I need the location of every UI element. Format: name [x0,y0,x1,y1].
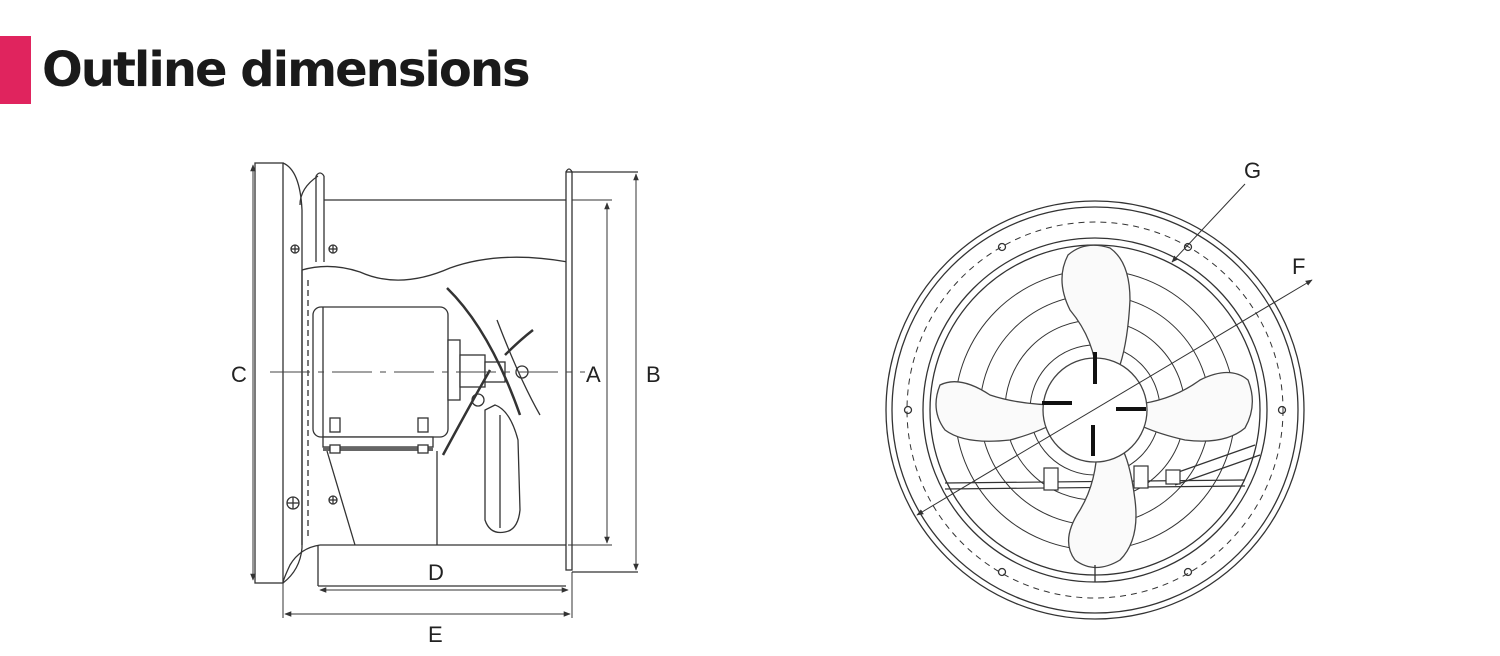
screw-icons [286,244,338,510]
dimension-label-e: E [428,622,443,647]
dimension-label-a: A [586,362,601,387]
dimension-label-d: D [428,560,444,585]
header: Outline dimensions [0,36,600,104]
dimension-line-g [1171,183,1246,263]
dimension-label-b: B [646,362,661,387]
impeller-side [441,287,541,534]
page-title: Outline dimensions [42,42,531,98]
dimension-line-f [916,279,1313,516]
dimension-label-g: G [1244,158,1261,183]
dimension-label-f: F [1292,254,1305,279]
fan-blades [935,244,1253,569]
bolt-holes [903,242,1287,577]
outlet-flange [565,168,638,573]
title-accent-bar [0,36,31,104]
inlet-flange [254,162,325,584]
casing [282,199,569,587]
front-view [885,183,1313,620]
motor-mount [322,417,438,546]
side-view [250,162,639,618]
dimension-lines [250,162,639,618]
dimension-label-c: C [231,362,247,387]
